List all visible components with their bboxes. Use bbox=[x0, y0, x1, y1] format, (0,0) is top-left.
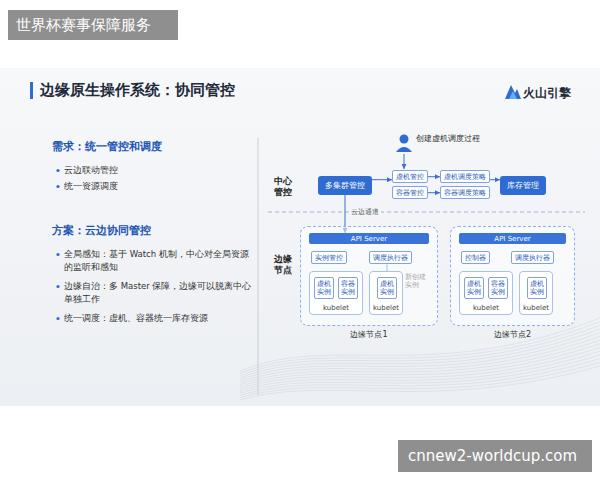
tier-separator bbox=[268, 212, 585, 213]
node-text: 容器调度策略 bbox=[444, 189, 486, 197]
module-box: 虚机调度策略 bbox=[440, 170, 490, 183]
slide-title: 边缘原生操作系统：协同管控 bbox=[40, 81, 235, 99]
wave-line bbox=[240, 333, 600, 381]
top-banner bbox=[8, 10, 178, 40]
bullet-text: 统一调度：虚机、容器统一库存资源 bbox=[64, 312, 252, 325]
bottom-banner bbox=[398, 440, 592, 472]
kubelet-group: kubelet 虚机实例 bbox=[369, 271, 403, 315]
instance-box: 虚机实例 bbox=[314, 277, 334, 299]
module-box: 虚机管控 bbox=[392, 170, 428, 183]
module-box: 实例管控 bbox=[311, 251, 347, 264]
bullet-dots bbox=[56, 169, 59, 320]
section-heading: 需求：统一管控和调度 bbox=[52, 140, 162, 154]
bullet-text: 边缘自治：多 Master 保障，边缘可以脱离中心单独工作 bbox=[64, 280, 252, 306]
wave-line bbox=[240, 336, 600, 382]
node-text: 调度执行器 bbox=[373, 254, 408, 262]
node-text: 实例管控 bbox=[315, 254, 343, 262]
title-bar bbox=[30, 82, 33, 99]
tier-label: 边缘节点 bbox=[274, 254, 292, 276]
slide-ground bbox=[0, 68, 600, 406]
node-text: 虚机实例 bbox=[317, 280, 331, 296]
user-arrow bbox=[404, 154, 405, 169]
module-box: 调度执行器 bbox=[369, 251, 412, 264]
node-text: 虚机实例 bbox=[530, 280, 544, 296]
watermark: cnnew2-worldcup.com bbox=[408, 447, 577, 465]
process-box: 库存管理 bbox=[500, 176, 546, 195]
instance-box: 容器实例 bbox=[488, 277, 508, 299]
kubelet-group: kubelet 虚机实例容器实例 bbox=[309, 271, 363, 315]
module-box: 容器调度策略 bbox=[440, 186, 490, 199]
wave-line bbox=[240, 340, 600, 385]
instance-box: 虚机实例 bbox=[527, 277, 547, 299]
edge-label: 云边通道 bbox=[349, 208, 381, 217]
node-text: 调度执行器 bbox=[515, 254, 550, 262]
node-text: 虚机调度策略 bbox=[444, 173, 486, 181]
wave-line bbox=[240, 348, 600, 390]
api-server-bar: API Server bbox=[309, 233, 429, 244]
bullet-text: 全局感知：基于 Watch 机制，中心对全局资源的监听和感知 bbox=[64, 248, 252, 274]
wave-line bbox=[240, 322, 600, 374]
column-divider bbox=[258, 138, 259, 395]
node-text: kubelet bbox=[460, 304, 512, 312]
module-box: 调度执行器 bbox=[511, 251, 554, 264]
user-icon bbox=[396, 135, 412, 153]
node-text: 虚机管控 bbox=[396, 173, 424, 181]
node-text: 容器实例 bbox=[491, 280, 505, 296]
module-box: 控制器 bbox=[461, 251, 490, 264]
kubelet-group: kubelet 虚机实例 bbox=[519, 271, 553, 315]
flow-arrow bbox=[372, 179, 392, 180]
kubelet-group: kubelet 虚机实例容器实例 bbox=[459, 271, 513, 315]
bullet-text: 统一资源调度 bbox=[64, 180, 252, 193]
node-text: 虚机实例 bbox=[380, 280, 394, 296]
watermark: 世界杯赛事保障服务 bbox=[16, 16, 151, 34]
bullet-text: 云边联动管控 bbox=[64, 164, 252, 177]
node-text: kubelet bbox=[520, 304, 552, 312]
node-text: 库存管理 bbox=[507, 181, 539, 190]
instance-box: 虚机实例 bbox=[464, 277, 484, 299]
node-text: kubelet bbox=[310, 304, 362, 312]
node-text: 容器实例 bbox=[341, 280, 355, 296]
node-text: 多集群管控 bbox=[325, 181, 365, 190]
flow-arrow bbox=[428, 192, 440, 193]
section-heading: 方案：云边协同管控 bbox=[52, 224, 151, 238]
process-box: 多集群管控 bbox=[318, 176, 372, 195]
node-text: API Server bbox=[459, 235, 566, 243]
api-server-bar: API Server bbox=[459, 233, 566, 244]
node-text: 边缘节点1 bbox=[301, 329, 437, 340]
instance-box: 容器实例 bbox=[338, 277, 358, 299]
node-text: 容器管控 bbox=[396, 189, 424, 197]
node-text: kubelet bbox=[370, 304, 402, 312]
wave-decoration bbox=[240, 318, 600, 400]
wave-line bbox=[240, 325, 600, 376]
flow-arrow bbox=[428, 176, 440, 177]
logo-icon bbox=[505, 85, 521, 99]
edge-node-region: 边缘节点2API Server控制器调度执行器kubelet虚机实例容器实例ku… bbox=[450, 226, 575, 326]
flow-arrow bbox=[490, 179, 500, 180]
logo-text: 火山引擎 bbox=[523, 86, 571, 100]
node-text: API Server bbox=[309, 235, 429, 243]
module-box: 容器管控 bbox=[392, 186, 428, 199]
node-text: 虚机实例 bbox=[467, 280, 481, 296]
tier-label: 中心管控 bbox=[274, 176, 292, 198]
node-text: 控制器 bbox=[465, 254, 486, 262]
process-note: 创建虚机调度过程 bbox=[416, 134, 480, 143]
instance-box: 虚机实例 bbox=[377, 277, 397, 299]
edge-node-region: 边缘节点1API Server实例管控调度执行器kubelet虚机实例容器实例k… bbox=[300, 226, 438, 326]
node-text: 边缘节点2 bbox=[451, 329, 574, 340]
